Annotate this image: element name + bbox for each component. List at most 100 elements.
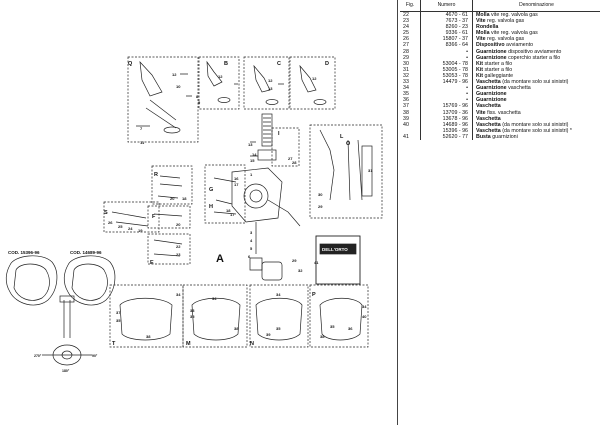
svg-text:17: 17 [234, 182, 239, 187]
numero-cell: 4670 - 61 [420, 11, 473, 19]
dial-label-180: 180° [62, 369, 70, 373]
svg-text:6: 6 [248, 254, 251, 259]
exploded-parts-drawing: Q B C D I L O R G H S F E M N P T A 1210… [5, 56, 383, 373]
denominazione-cell: Vite reg. valvola gas [473, 36, 601, 42]
numero-cell: 8260 - 23 [420, 24, 473, 31]
part-description: starter a filo [483, 66, 513, 73]
svg-text:19: 19 [138, 228, 143, 233]
svg-text:24: 24 [128, 226, 133, 231]
svg-text:35: 35 [276, 326, 281, 331]
part-description: reg. valvola gas [485, 18, 525, 25]
code-label-right: COD. 14689-96 [70, 250, 102, 255]
numero-cell: 53053 - 78 [420, 72, 473, 80]
fig-cell: 34 [400, 85, 421, 92]
numero-cell: 53005 - 78 [420, 66, 473, 73]
fig-cell: 30 [400, 60, 421, 67]
fig-cell: 35 [400, 91, 421, 98]
box-label-c: C [277, 61, 281, 67]
svg-text:34: 34 [212, 296, 217, 301]
svg-text:12: 12 [172, 72, 177, 77]
part-name: Vite [476, 36, 486, 43]
svg-text:38: 38 [146, 334, 151, 339]
part-name: Guarnizione [476, 54, 507, 61]
numero-cell: 13678 - 96 [420, 115, 473, 122]
svg-text:35: 35 [190, 314, 195, 319]
svg-text:36: 36 [348, 326, 353, 331]
fig-cell: 25 [400, 30, 421, 37]
svg-text:8: 8 [196, 94, 199, 99]
numero-cell: 14689 - 96 [420, 121, 473, 128]
header-numero: Numero [420, 0, 473, 12]
svg-text:18: 18 [226, 208, 231, 213]
part-name: Kit [476, 66, 484, 73]
numero-cell: • [420, 48, 473, 55]
box-label-p: P [312, 292, 316, 298]
table-row: 29•Guarnizione coperchio starter a filo [400, 54, 600, 61]
numero-cell: 8366 - 64 [420, 42, 473, 49]
svg-text:4: 4 [250, 238, 253, 243]
dial-label-90: 90° [92, 354, 98, 358]
code-label-left: COD. 15396-96 [8, 250, 40, 255]
denominazione-cell: Guarnizione dispositivo avviamento [473, 49, 601, 55]
parts-table-header: Fig. Numero Denominazione [400, 0, 600, 12]
denominazione-cell: Vaschetta [473, 103, 601, 109]
header-fig: Fig. [400, 0, 421, 12]
part-name: Guarnizione [476, 97, 507, 104]
svg-text:31: 31 [368, 168, 373, 173]
table-row: 28•Guarnizione dispositivo avviamento [400, 48, 601, 55]
svg-text:16: 16 [234, 176, 239, 181]
box-label-h: H [209, 204, 213, 210]
svg-text:22: 22 [176, 244, 181, 249]
svg-text:13: 13 [268, 86, 273, 91]
part-name: Vite [476, 109, 486, 116]
part-description: starter a filo [483, 60, 513, 67]
numero-cell: • [420, 85, 473, 92]
numero-cell: 7673 - 37 [420, 18, 473, 25]
box-label-e: E [150, 260, 154, 266]
fig-cell: 26 [400, 36, 421, 43]
part-name: Vite [476, 18, 486, 25]
fig-cell: 29 [400, 54, 421, 61]
part-description: guarnizioni [490, 133, 518, 140]
part-name: Vaschetta [476, 121, 501, 128]
box-label-b: B [224, 61, 228, 67]
svg-text:35: 35 [330, 324, 335, 329]
dial-label-270: 270° [34, 354, 42, 358]
numero-cell: 15807 - 37 [420, 36, 473, 43]
part-description: (da montare solo sui sinistri) [500, 79, 569, 86]
header-denominazione: Denominazione [472, 0, 600, 12]
svg-text:5: 5 [250, 246, 253, 251]
denominazione-cell: Vaschetta (da montare solo sui sinistri) [473, 79, 601, 85]
box-label-i: I [278, 131, 280, 137]
part-description: coperchio starter a filo [506, 54, 561, 61]
numero-cell: 52620 - 77 [420, 133, 473, 140]
svg-text:23: 23 [176, 252, 181, 257]
svg-text:34: 34 [276, 292, 281, 297]
svg-text:40: 40 [362, 314, 367, 319]
box-label-t: T [112, 341, 116, 347]
fig-cell: 32 [400, 72, 421, 80]
part-name: Vaschetta [476, 115, 501, 122]
part-description: vite reg. valvola gas [489, 12, 538, 18]
denominazione-cell: Kit starter a filo [473, 61, 601, 67]
part-name: Rondella [476, 24, 499, 31]
fig-cell: 22 [400, 11, 421, 19]
denominazione-cell: Vaschetta (da montare solo sui sinistri) [473, 122, 601, 128]
part-name: Molla [476, 12, 490, 18]
part-description: galleggiante [483, 72, 514, 79]
svg-text:32: 32 [298, 268, 303, 273]
box-label-r: R [154, 172, 158, 178]
svg-text:38: 38 [320, 334, 325, 339]
denominazione-cell: Busta guarnizioni [473, 134, 601, 140]
box-label-m: M [186, 341, 191, 347]
box-label-o: O [346, 141, 351, 147]
